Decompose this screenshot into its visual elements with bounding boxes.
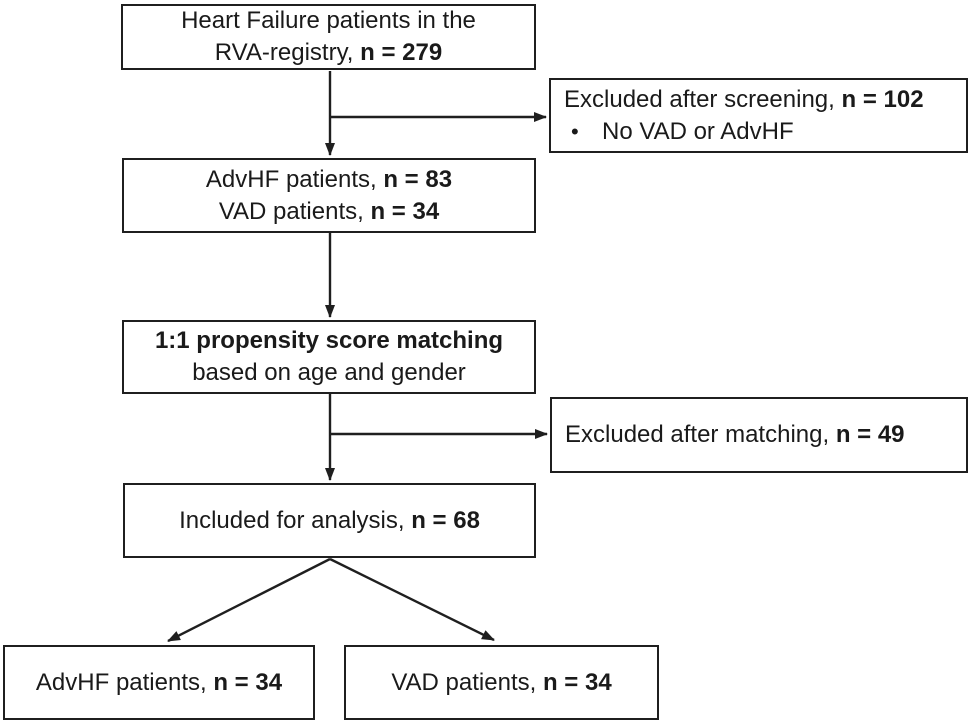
- bullet-icon: •: [571, 118, 579, 144]
- count-segment: n = 34: [370, 197, 440, 225]
- count-segment: n = 34: [213, 668, 283, 696]
- included-line1: Included for analysis, n = 68: [179, 505, 480, 537]
- cohort-line1: AdvHF patients, n = 83: [206, 164, 452, 196]
- box-propensity-matching: 1:1 propensity score matching based on a…: [122, 320, 536, 394]
- excluded-screening-bullet-line: • No VAD or AdvHF: [564, 116, 794, 148]
- box-final-advhf: AdvHF patients, n = 34: [3, 645, 315, 720]
- arrow-included-to-final-advhf: [167, 557, 331, 643]
- matching-line2: based on age and gender: [192, 359, 466, 386]
- excluded-matching-line1: Excluded after matching, n = 49: [565, 419, 905, 451]
- count-segment: n = 279: [360, 39, 443, 66]
- excluded-screening-line1: Excluded after screening, n = 102: [564, 84, 924, 116]
- text-segment: Excluded after matching,: [565, 421, 836, 448]
- text-segment: AdvHF patients,: [35, 668, 214, 696]
- text-segment: Included for analysis,: [179, 506, 412, 534]
- registry-line1: Heart Failure patients in the: [181, 7, 476, 34]
- registry-line2: RVA-registry, n = 279: [215, 37, 442, 69]
- final-vad-line1: VAD patients, n = 34: [391, 667, 611, 699]
- box-included-for-analysis: Included for analysis, n = 68: [123, 483, 536, 558]
- text-segment: VAD patients,: [391, 668, 543, 696]
- arrow-included-to-final-vad: [329, 557, 495, 642]
- box-final-vad: VAD patients, n = 34: [344, 645, 659, 720]
- text-segment: RVA-registry,: [214, 39, 361, 66]
- matching-line1: 1:1 propensity score matching: [154, 327, 504, 354]
- final-advhf-line1: AdvHF patients, n = 34: [36, 667, 282, 699]
- box-cohort-counts: AdvHF patients, n = 83 VAD patients, n =…: [122, 158, 536, 233]
- bullet-text: No VAD or AdvHF: [602, 117, 794, 145]
- count-segment: n = 68: [411, 506, 480, 534]
- count-segment: n = 34: [542, 668, 612, 696]
- cohort-line2: VAD patients, n = 34: [219, 196, 439, 228]
- text-segment: AdvHF patients,: [205, 165, 384, 193]
- box-excluded-after-screening: Excluded after screening, n = 102 • No VA…: [549, 78, 968, 153]
- text-segment: VAD patients,: [218, 197, 371, 225]
- count-segment: n = 83: [383, 165, 453, 193]
- text-segment: Excluded after screening,: [564, 85, 842, 113]
- count-segment: n = 102: [841, 85, 924, 113]
- box-excluded-after-matching: Excluded after matching, n = 49: [550, 397, 968, 473]
- box-registry: Heart Failure patients in the RVA-regist…: [121, 4, 536, 70]
- count-segment: n = 49: [835, 421, 905, 448]
